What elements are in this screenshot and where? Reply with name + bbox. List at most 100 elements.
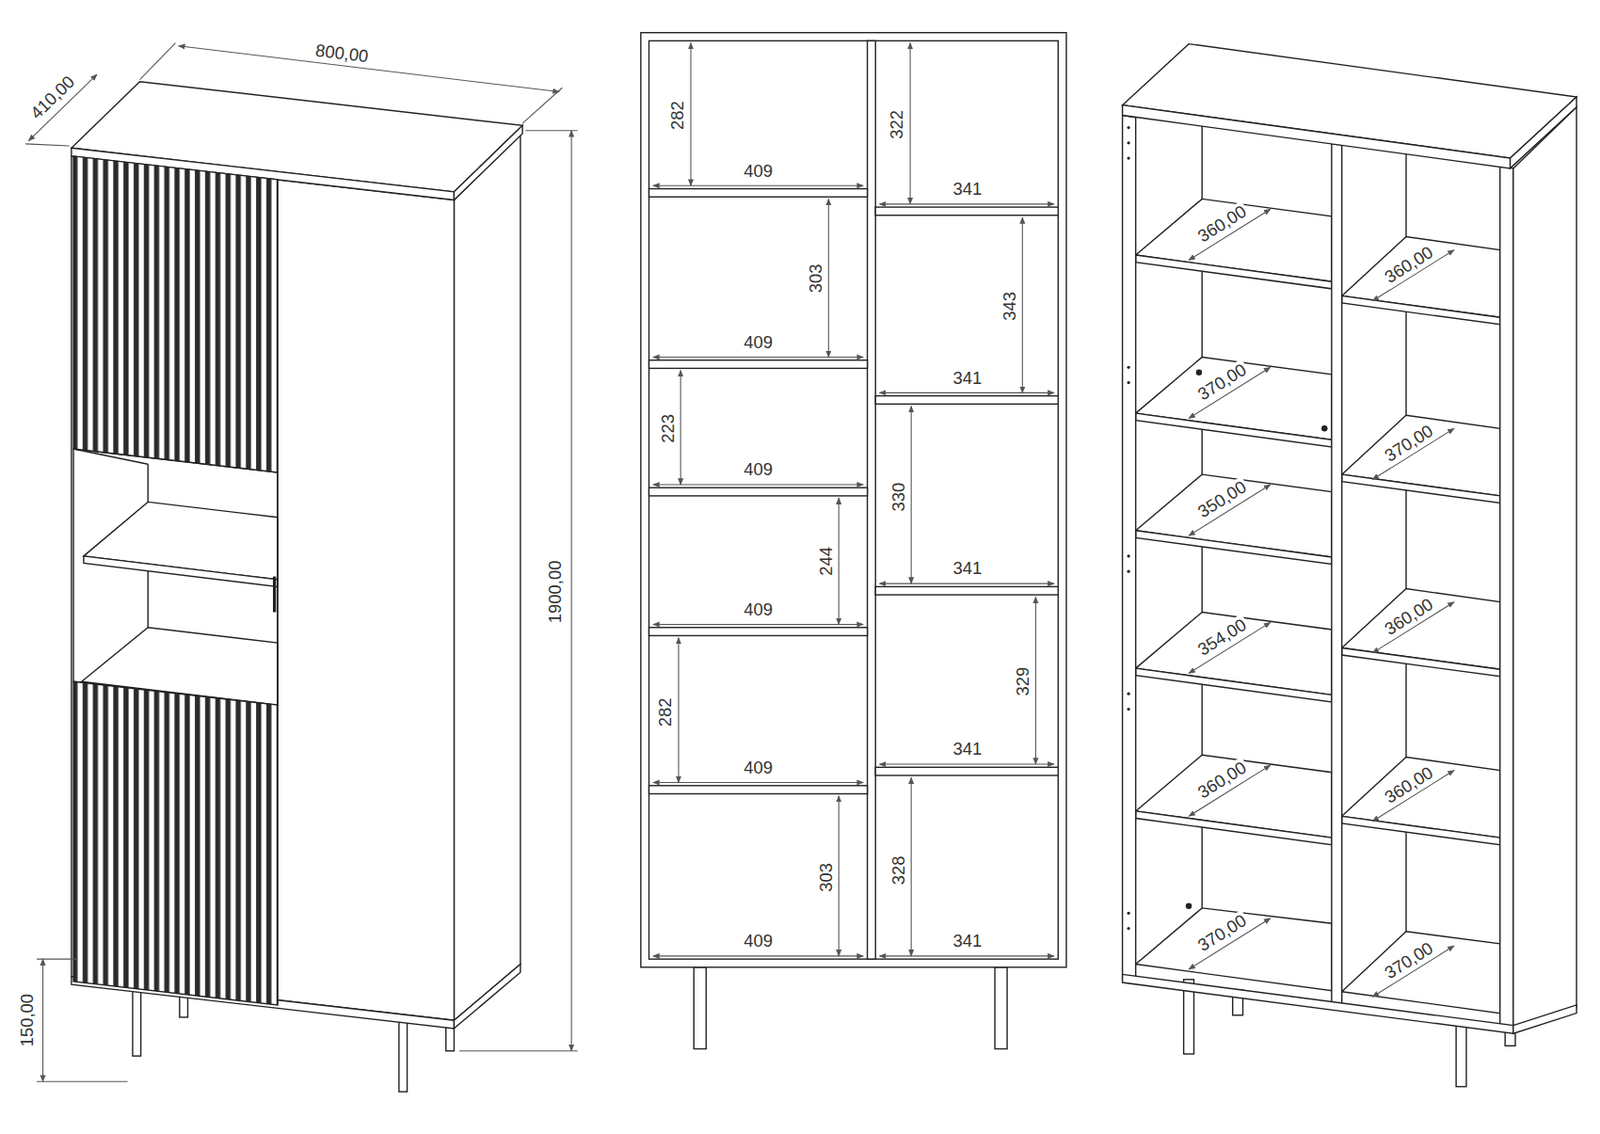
dimension-lines (36, 1081, 128, 1083)
closed-cabinet (83, 556, 278, 588)
dimension-lines (689, 43, 691, 187)
open-cabinet (1136, 255, 1332, 289)
dimension-lines (911, 406, 912, 585)
dimension-lines (140, 43, 176, 80)
dimension-lines (828, 198, 830, 357)
dimension-lines (653, 356, 864, 358)
dimension-label: 409 (741, 931, 775, 953)
open-cabinet (1126, 381, 1130, 384)
dimension-lines (1022, 217, 1024, 393)
closed-cabinet (453, 964, 520, 1029)
front-elevation (875, 396, 1058, 405)
front-elevation (649, 360, 868, 369)
dimension-lines (680, 370, 682, 485)
dimension-lines (42, 959, 44, 1082)
closed-cabinet (73, 681, 278, 1006)
open-cabinet (1513, 107, 1577, 1029)
open-cabinet (1126, 156, 1130, 160)
open-cabinet (1136, 413, 1332, 448)
open-cabinet (1122, 974, 1514, 1034)
dimension-lines (910, 43, 912, 205)
front-elevation (693, 967, 706, 1050)
dimension-lines (838, 497, 840, 624)
dimension-lines (677, 638, 679, 784)
dimension-lines (838, 796, 840, 957)
open-cabinet (1510, 96, 1577, 169)
closed-cabinet (276, 179, 278, 1006)
dimension-label: 330 (888, 480, 910, 513)
dimension-lines (1035, 596, 1037, 765)
dimension-lines (522, 87, 562, 124)
front-elevation (875, 207, 1058, 216)
front-elevation (640, 32, 1067, 968)
closed-cabinet (73, 448, 278, 705)
closed-cabinet (453, 133, 520, 1021)
open-cabinet (1331, 144, 1343, 1006)
dimension-label: 409 (741, 599, 775, 621)
dimension-label: 409 (741, 160, 775, 182)
open-cabinet (1122, 105, 1511, 169)
dimension-label: 343 (999, 289, 1021, 323)
dimension-label: 223 (657, 412, 679, 446)
dimension-lines (911, 777, 912, 957)
dimension-label: 409 (741, 758, 775, 780)
front-elevation (649, 627, 868, 637)
open-cabinet (1126, 707, 1130, 711)
open-cabinet (1342, 816, 1501, 845)
dimension-lines (1188, 208, 1455, 997)
open-cabinet (1126, 927, 1130, 930)
dimension-lines (880, 392, 1055, 394)
dimension-lines (459, 1050, 578, 1052)
dimension-label: 303 (806, 261, 828, 295)
front-elevation (875, 586, 1058, 595)
dimension-label: 341 (950, 179, 984, 201)
front-elevation (994, 967, 1008, 1050)
dimension-lines (25, 43, 578, 1083)
dimension-label: 150,00 (16, 992, 38, 1050)
open-cabinet (1122, 44, 1577, 1088)
dimension-label: 303 (816, 861, 837, 895)
closed-cabinet (71, 81, 523, 1092)
open-cabinet (1513, 1005, 1577, 1034)
dimension-lines (525, 129, 577, 131)
dimension-lines (880, 955, 1055, 957)
open-cabinet (1136, 908, 1332, 992)
dimension-label: 282 (656, 695, 677, 729)
open-cabinet (1122, 115, 1136, 982)
front-elevation (649, 785, 868, 795)
dimension-lines (36, 959, 77, 960)
front-elevation (867, 40, 877, 960)
dimension-lines (653, 624, 864, 625)
dimension-lines (880, 203, 1055, 205)
dimension-lines (880, 583, 1055, 585)
open-cabinet (1342, 295, 1501, 324)
open-cabinet (1321, 425, 1328, 432)
dimension-label: 341 (950, 368, 984, 389)
front-elevation (649, 40, 1059, 960)
dimension-label: 341 (950, 931, 984, 953)
dimension-lines (653, 483, 864, 485)
open-cabinet (1196, 368, 1203, 376)
open-cabinet (1342, 474, 1501, 503)
open-cabinet (1185, 902, 1193, 910)
front-elevation (875, 767, 1058, 776)
open-cabinet (1342, 931, 1501, 1014)
closed-cabinet (71, 156, 455, 1021)
dimension-label: 341 (950, 739, 984, 761)
open-cabinet (1136, 668, 1332, 703)
dimension-lines (653, 43, 1055, 957)
front-elevation (649, 487, 868, 496)
dimension-label: 409 (741, 460, 775, 481)
dimension-label: 244 (816, 544, 837, 578)
dimension-label: 1900,00 (545, 558, 567, 625)
open-cabinet (1126, 366, 1130, 369)
dimension-lines (880, 764, 1055, 766)
open-cabinet (1342, 647, 1501, 676)
open-cabinet (1126, 912, 1130, 915)
closed-cabinet (272, 576, 276, 613)
closed-cabinet (399, 1015, 408, 1092)
dimension-lines (653, 185, 864, 187)
closed-cabinet (73, 156, 278, 473)
open-cabinet (1500, 166, 1514, 1029)
